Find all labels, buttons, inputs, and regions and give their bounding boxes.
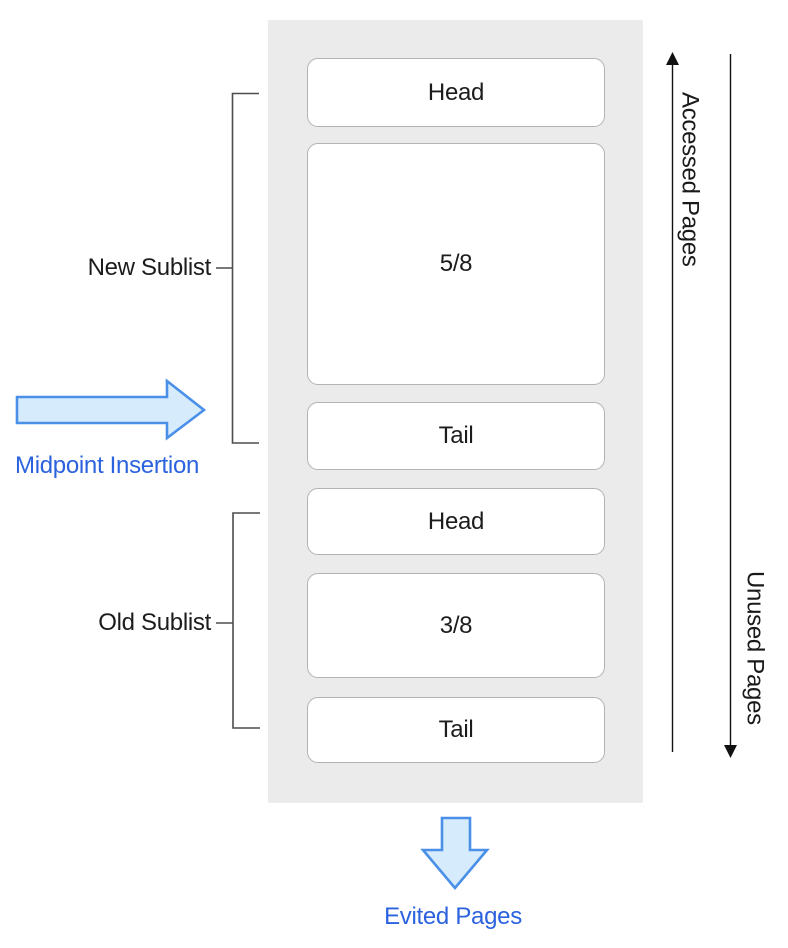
old-sublist-body-box: 3/8	[307, 573, 605, 678]
old-sublist-tail-box: Tail	[307, 697, 605, 763]
new-sublist-bracket	[216, 92, 259, 444]
accessed-pages-label: Accessed Pages	[676, 92, 704, 267]
old-sublist-head-label: Head	[427, 507, 485, 535]
new-sublist-tail-box: Tail	[307, 402, 605, 470]
new-sublist-body-box: 5/8	[307, 143, 605, 385]
new-sublist-size-label: 5/8	[439, 250, 473, 277]
evited-pages-label: Evited Pages	[384, 903, 522, 930]
old-sublist-size-label: 3/8	[439, 611, 473, 639]
new-sublist-tail-label: Tail	[438, 422, 474, 449]
old-sublist-tail-label: Tail	[438, 716, 474, 743]
unused-pages-label: Unused Pages	[741, 571, 769, 725]
buffer-pool-container: Head 5/8 Tail Head 3/8 Tail	[268, 20, 643, 803]
old-sublist-bracket	[216, 512, 260, 729]
unused-pages-arrow	[724, 54, 737, 758]
old-sublist-head-box: Head	[307, 488, 605, 555]
new-sublist-label: New Sublist	[87, 254, 212, 281]
old-sublist-label: Old Sublist	[98, 609, 211, 636]
new-sublist-head-label: Head	[427, 78, 485, 106]
evited-pages-arrow	[420, 816, 490, 891]
midpoint-insertion-arrow	[15, 378, 207, 441]
midpoint-insertion-label: Midpoint Insertion	[15, 452, 200, 479]
new-sublist-head-box: Head	[307, 58, 605, 127]
